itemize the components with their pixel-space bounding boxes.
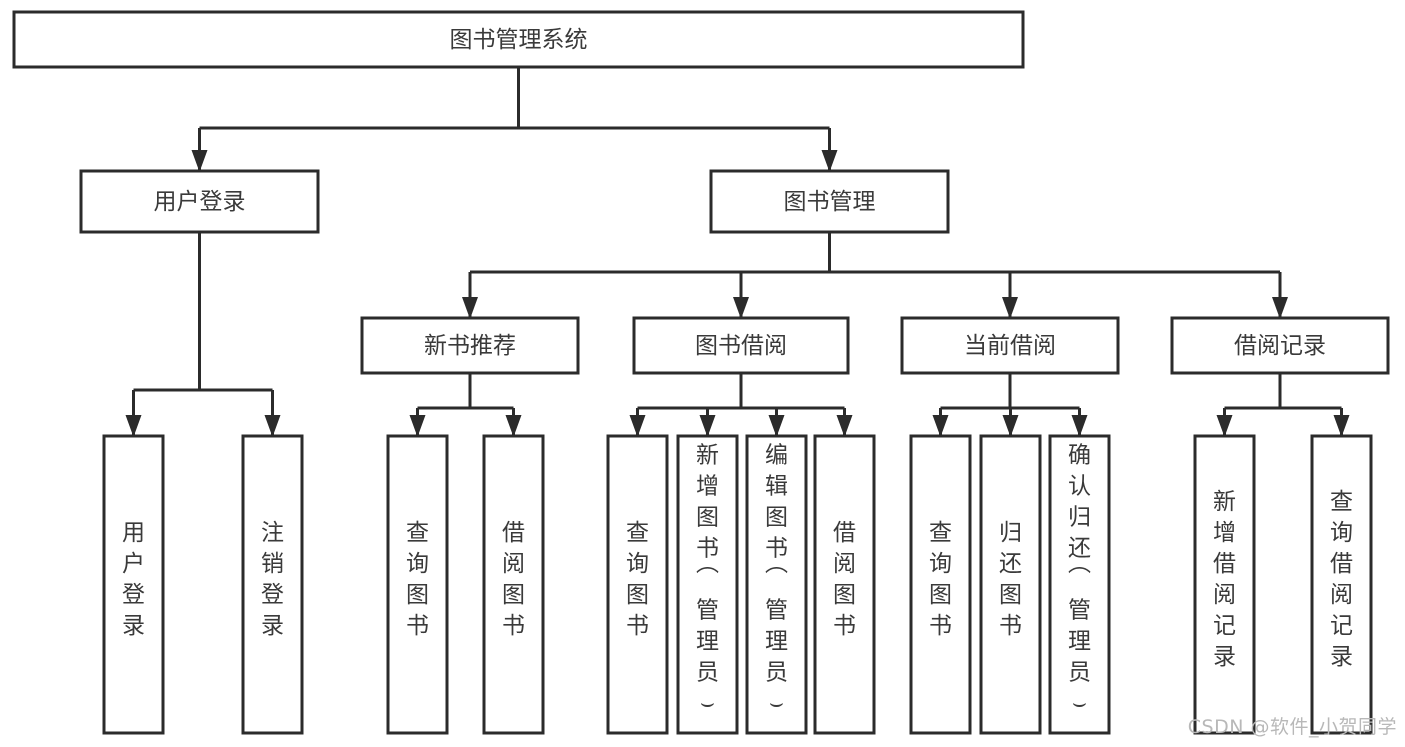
node-label-查询图书-leaf-1-0: 查询图书 (626, 520, 649, 639)
node-注销登录-leaf-0-1[interactable]: 注销登录 (241, 434, 304, 735)
node-label-新增图书管理员-leaf-1-1: 新增图书⌒管理员⌣ (696, 443, 719, 717)
node-label-查询图书-leaf-0-0: 查询图书 (406, 520, 429, 639)
node-label-图书管理系统-root: 图书管理系统 (450, 27, 588, 53)
node-label-确认归还管理员-leaf-2-2: 确认归还⌒管理员⌣ (1068, 443, 1091, 717)
arrowhead-l1-1-3 (1272, 297, 1288, 319)
node-图书管理系统-root[interactable]: 图书管理系统 (12, 10, 1025, 69)
node-box-用户登录-leaf-0-0 (102, 434, 165, 735)
node-label-新书推荐-l2-0: 新书推荐 (424, 333, 516, 359)
node-box-新增图书管理员-leaf-1-1 (676, 434, 739, 735)
node-label-注销登录-leaf-0-1: 注销登录 (261, 520, 284, 639)
node-box-确认归还管理员-leaf-2-2 (1048, 434, 1111, 735)
arrowhead-l2-0-0 (409, 415, 426, 437)
node-layer: 图书管理系统用户登录用户登录注销登录图书管理新书推荐查询图书借阅图书图书借阅查询… (12, 10, 1390, 735)
node-借阅记录-l2-3[interactable]: 借阅记录 (1170, 316, 1390, 375)
node-label-查询图书-leaf-2-0: 查询图书 (929, 520, 952, 639)
node-label-用户登录-leaf-0-0: 用户登录 (122, 520, 145, 639)
node-查询图书-leaf-1-0[interactable]: 查询图书 (606, 434, 669, 735)
node-label-借阅记录-l2-3: 借阅记录 (1234, 333, 1326, 359)
arrowhead-l2-2-0 (932, 415, 949, 437)
node-label-用户登录-l1-0: 用户登录 (154, 189, 246, 215)
arrowhead-root-0 (191, 150, 208, 172)
node-box-当前借阅-l2-2 (900, 316, 1120, 375)
node-label-当前借阅-l2-2: 当前借阅 (964, 333, 1056, 359)
node-label-编辑图书管理员-leaf-1-2: 编辑图书⌒管理员⌣ (765, 443, 788, 717)
arrowhead-l2-3-0 (1216, 415, 1233, 437)
arrowhead-l1-0-0 (125, 415, 142, 437)
arrowhead-l2-1-2 (768, 415, 785, 437)
node-借阅图书-leaf-0-1[interactable]: 借阅图书 (482, 434, 545, 735)
node-归还图书-leaf-2-1[interactable]: 归还图书 (979, 434, 1042, 735)
node-确认归还管理员-leaf-2-2[interactable]: 确认归还⌒管理员⌣ (1048, 434, 1111, 735)
arrowhead-l1-1-2 (1002, 297, 1018, 319)
arrowhead-l2-0-1 (505, 415, 522, 437)
arrowhead-l1-0-1 (264, 415, 281, 437)
node-新书推荐-l2-0[interactable]: 新书推荐 (360, 316, 580, 375)
node-label-新增借阅记录-leaf-3-0: 新增借阅记录 (1213, 489, 1236, 670)
node-box-图书管理系统-root (12, 10, 1025, 69)
node-借阅图书-leaf-1-3[interactable]: 借阅图书 (813, 434, 876, 735)
node-box-借阅图书-leaf-1-3 (813, 434, 876, 735)
node-box-借阅图书-leaf-0-1 (482, 434, 545, 735)
node-label-借阅图书-leaf-0-1: 借阅图书 (502, 520, 525, 639)
node-查询图书-leaf-2-0[interactable]: 查询图书 (909, 434, 972, 735)
arrowhead-l2-1-0 (629, 415, 646, 437)
node-编辑图书管理员-leaf-1-2[interactable]: 编辑图书⌒管理员⌣ (745, 434, 808, 735)
node-用户登录-leaf-0-0[interactable]: 用户登录 (102, 434, 165, 735)
node-box-编辑图书管理员-leaf-1-2 (745, 434, 808, 735)
connector-layer (125, 67, 1350, 437)
arrowhead-l2-2-1 (1002, 415, 1019, 437)
arrowhead-l2-3-1 (1333, 415, 1350, 437)
node-label-借阅图书-leaf-1-3: 借阅图书 (833, 520, 856, 639)
node-用户登录-l1-0[interactable]: 用户登录 (79, 169, 320, 234)
node-label-图书借阅-l2-1: 图书借阅 (695, 333, 787, 359)
node-box-图书借阅-l2-1 (632, 316, 850, 375)
node-box-查询图书-leaf-2-0 (909, 434, 972, 735)
node-box-新书推荐-l2-0 (360, 316, 580, 375)
node-label-查询借阅记录-leaf-3-1: 查询借阅记录 (1330, 489, 1353, 670)
node-box-归还图书-leaf-2-1 (979, 434, 1042, 735)
node-box-查询图书-leaf-0-0 (386, 434, 449, 735)
node-查询图书-leaf-0-0[interactable]: 查询图书 (386, 434, 449, 735)
node-label-图书管理-l1-1: 图书管理 (784, 189, 876, 215)
arrowhead-l1-1-0 (462, 297, 478, 319)
node-查询借阅记录-leaf-3-1[interactable]: 查询借阅记录 (1310, 434, 1373, 735)
node-box-查询借阅记录-leaf-3-1 (1310, 434, 1373, 735)
node-图书借阅-l2-1[interactable]: 图书借阅 (632, 316, 850, 375)
node-图书管理-l1-1[interactable]: 图书管理 (709, 169, 950, 234)
node-当前借阅-l2-2[interactable]: 当前借阅 (900, 316, 1120, 375)
arrowhead-l2-2-2 (1071, 415, 1088, 437)
node-box-新增借阅记录-leaf-3-0 (1193, 434, 1256, 735)
node-label-归还图书-leaf-2-1: 归还图书 (999, 520, 1022, 639)
node-box-借阅记录-l2-3 (1170, 316, 1390, 375)
arrowhead-l2-1-1 (699, 415, 716, 437)
arrowhead-l1-1-1 (733, 297, 749, 319)
arrowhead-root-1 (821, 150, 838, 172)
node-box-图书管理-l1-1 (709, 169, 950, 234)
node-新增借阅记录-leaf-3-0[interactable]: 新增借阅记录 (1193, 434, 1256, 735)
node-box-用户登录-l1-0 (79, 169, 320, 234)
node-box-注销登录-leaf-0-1 (241, 434, 304, 735)
arrowhead-l2-1-3 (836, 415, 853, 437)
node-新增图书管理员-leaf-1-1[interactable]: 新增图书⌒管理员⌣ (676, 434, 739, 735)
node-box-查询图书-leaf-1-0 (606, 434, 669, 735)
